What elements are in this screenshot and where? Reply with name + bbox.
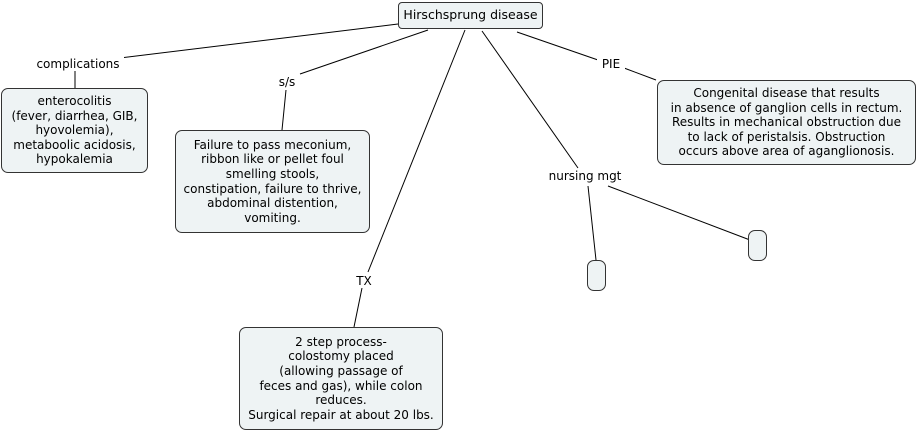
link-label-tx: TX [352, 274, 376, 288]
root-node-title[interactable]: Hirschsprung disease [398, 2, 543, 29]
nursing-empty-node-1[interactable] [587, 260, 606, 291]
pie-node[interactable]: Congenital disease that results in absen… [657, 80, 916, 165]
signs-symptoms-node[interactable]: Failure to pass meconium, ribbon like or… [175, 130, 370, 233]
link-label-ss: s/s [274, 75, 300, 89]
complications-node[interactable]: enterocolitis (fever, diarrhea, GIB, hyo… [1, 88, 148, 173]
link-label-complications: complications [32, 57, 124, 71]
nursing-empty-node-2[interactable] [748, 230, 767, 261]
link-label-nursing-mgt: nursing mgt [545, 169, 625, 183]
link-label-pie: PIE [597, 57, 625, 71]
treatment-node[interactable]: 2 step process- colostomy placed (allowi… [239, 327, 443, 430]
